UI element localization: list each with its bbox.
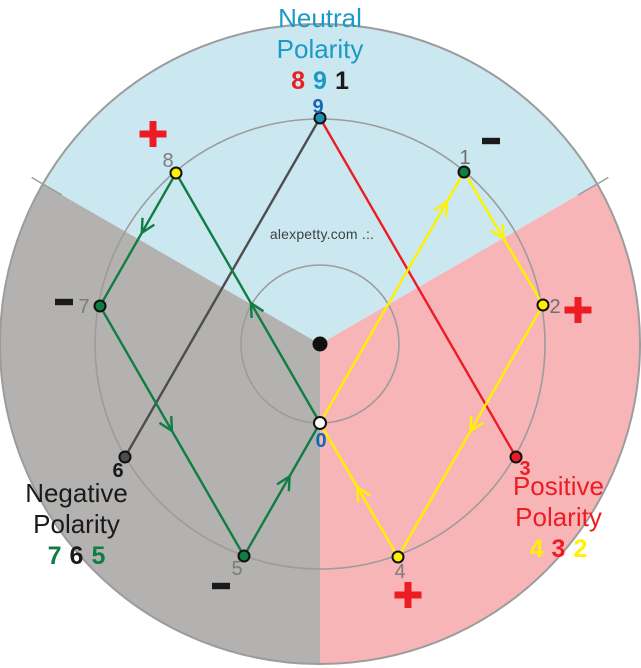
- edge-line: [318, 422, 400, 558]
- node-label-0: 0: [315, 430, 326, 452]
- sector-neutral: [42, 24, 598, 344]
- digit-1: 1: [334, 67, 349, 96]
- positive-title-line2: Polarity: [515, 501, 602, 532]
- neutral-title-line1: Neutral: [278, 3, 362, 33]
- digit-2: 2: [573, 535, 588, 564]
- node-1: [457, 165, 471, 179]
- digit-7: 7: [47, 542, 62, 571]
- digit-8: 8: [291, 67, 306, 96]
- minus-bar: [212, 582, 230, 590]
- node-label-5: 5: [231, 558, 242, 580]
- minus-bar: [55, 298, 73, 306]
- arrowhead: [276, 475, 291, 486]
- watermark: alexpetty.com .:.: [269, 226, 375, 242]
- node-label-3: 3: [519, 458, 530, 480]
- minus-bar: [482, 137, 500, 145]
- red-chord-9-3: [318, 117, 518, 458]
- arrowhead: [250, 301, 265, 313]
- edge-7-5: [98, 305, 246, 557]
- node-7: [93, 299, 107, 313]
- minus-sign: [482, 137, 500, 145]
- edge-line: [174, 172, 322, 424]
- edge-2-4: [396, 304, 545, 558]
- arrowhead: [140, 217, 144, 233]
- digit-6: 6: [69, 542, 84, 571]
- sector-boundary-tick: [31, 176, 63, 196]
- edge-5-0: [242, 422, 322, 557]
- sector-boundary-tick: [577, 176, 609, 196]
- arrowhead: [501, 223, 505, 239]
- plus-vertical-bar: [574, 297, 582, 323]
- arrowhead: [356, 487, 360, 503]
- node-label-2: 2: [549, 296, 560, 318]
- digit-9: 9: [313, 67, 327, 96]
- node-label-6: 6: [112, 460, 123, 482]
- arrowhead: [469, 421, 484, 433]
- node-label-8: 8: [162, 150, 173, 172]
- plus-vertical-bar: [149, 121, 157, 147]
- arrowhead: [433, 201, 448, 212]
- arrowhead: [356, 486, 371, 497]
- node-label-4: 4: [394, 561, 405, 583]
- node-label-1: 1: [459, 147, 470, 169]
- arrowhead: [249, 302, 253, 319]
- node-9: [313, 111, 327, 125]
- plus-sign: [139, 121, 167, 147]
- arrowhead: [141, 223, 156, 234]
- edge-line: [318, 171, 466, 424]
- arrowhead: [444, 202, 448, 218]
- edge-8-7: [98, 172, 178, 307]
- node-3: [509, 450, 523, 464]
- minus-sign: [212, 582, 230, 590]
- node-label-9: 9: [312, 96, 323, 118]
- edge-0-1: [318, 171, 466, 424]
- plus-vertical-bar: [404, 582, 412, 608]
- digit-4: 4: [529, 535, 544, 564]
- ring-outer: [0, 23, 641, 665]
- node-0: [313, 416, 327, 430]
- arrowhead: [490, 229, 505, 240]
- node-8: [169, 166, 183, 180]
- positive-title-line1: Positive: [512, 471, 605, 501]
- center-dot: [312, 336, 328, 352]
- dark-chord-9-6: [123, 117, 322, 458]
- node-label-7: 7: [78, 296, 89, 318]
- digit-5: 5: [91, 542, 106, 571]
- node-5: [237, 549, 251, 563]
- plus-sign: [564, 297, 592, 323]
- negative-title-line1: Negative: [25, 478, 128, 508]
- arrowhead: [287, 476, 291, 492]
- negative-title-line2: Polarity: [33, 508, 120, 539]
- neutral-title-line2: Polarity: [276, 33, 364, 64]
- node-6: [118, 450, 132, 464]
- digit-3: 3: [551, 535, 566, 564]
- edge-line: [242, 422, 322, 557]
- arrowhead: [170, 415, 174, 432]
- node-2: [536, 298, 550, 312]
- edge-0-8: [174, 172, 322, 424]
- edge-4-0: [318, 422, 400, 558]
- plus-sign: [394, 582, 422, 608]
- node-4: [391, 550, 405, 564]
- minus-sign: [55, 298, 73, 306]
- arrowhead: [158, 421, 173, 433]
- arrowhead: [469, 415, 473, 432]
- edge-line: [98, 172, 178, 307]
- edge-1-2: [462, 171, 545, 306]
